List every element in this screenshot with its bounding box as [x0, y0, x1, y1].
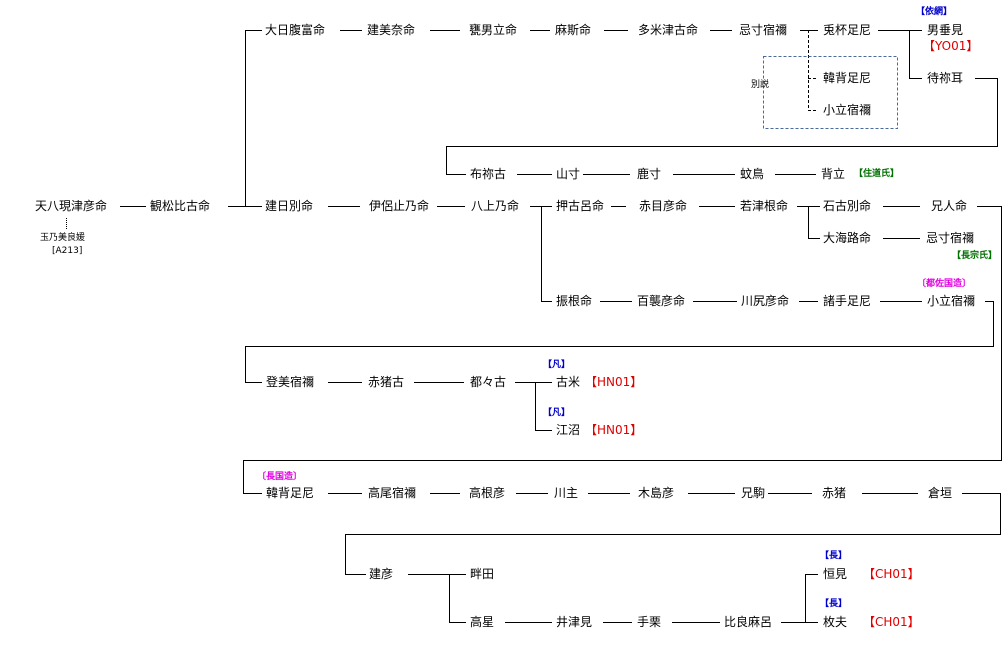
node-matsuyu: 待祢耳: [926, 71, 965, 85]
code-hn01b: 【HN01】: [585, 423, 643, 437]
node-azeta: 畔田: [469, 567, 496, 581]
node-usagi: 兎杯足尼: [822, 23, 873, 37]
node-hachijo: 八上乃命: [470, 199, 521, 213]
node-kuragaki: 倉垣: [927, 486, 954, 500]
node-takemina: 建美奈命: [366, 23, 417, 37]
code-yo01: 【YO01】: [923, 39, 979, 53]
code-hn01a: 【HN01】: [585, 375, 643, 389]
connector: [245, 301, 994, 383]
node-amahachi: 天八現津彦命: [34, 199, 109, 213]
node-morote: 諸手足尼: [822, 294, 873, 308]
node-otarumi: 男垂見: [926, 23, 965, 37]
connector: [808, 206, 820, 239]
node-kasefu2: 韓背足尼: [265, 486, 316, 500]
node-kodachi1: 小立宿禰: [822, 103, 873, 117]
code-a213: [A213]: [52, 246, 83, 256]
connector: [446, 78, 998, 175]
node-takane: 高根彦: [468, 486, 507, 500]
node-tekuri: 手栗: [636, 615, 663, 629]
tag-sumimichi: 【住道氏】: [854, 169, 900, 179]
node-kawanushi: 川主: [553, 486, 580, 500]
node-tamezu: 多米津古命: [637, 23, 700, 37]
node-takaboshi: 高星: [469, 615, 496, 629]
node-eto: 兄人命: [930, 199, 969, 213]
node-iryo: 伊侶止乃命: [368, 199, 431, 213]
node-akame: 赤目彦命: [638, 199, 689, 213]
node-hiramaro: 比良麻呂: [723, 615, 774, 629]
node-oshiko: 押古呂命: [555, 199, 606, 213]
node-kijima: 木島彦: [637, 486, 676, 500]
tag-nagamune: 【長宗氏】: [952, 251, 998, 261]
node-enuma: 江沼: [555, 423, 582, 437]
node-ekoma: 兄駒: [740, 486, 767, 500]
node-ishiko: 石古別命: [822, 199, 873, 213]
connector: [243, 206, 1002, 494]
node-akai2: 赤猪: [821, 486, 848, 500]
node-imisun1: 忌寸宿禰: [738, 23, 789, 37]
node-kawajiri: 川尻彦命: [740, 294, 791, 308]
node-itsumi: 井津見: [555, 615, 594, 629]
node-tomi: 登美宿禰: [265, 375, 316, 389]
connector: [909, 30, 922, 79]
connector: [541, 206, 552, 302]
tag-naga-kuni: 〔長国造〕: [257, 472, 303, 482]
node-akai1: 赤猪古: [367, 375, 406, 389]
code-ch01b: 【CH01】: [863, 615, 920, 629]
alternate-theory-box: [763, 56, 898, 129]
tag-tosa: 〔都佐国造〕: [917, 279, 972, 289]
node-soo: 甕男立命: [468, 23, 519, 37]
node-kasefu1: 韓背足尼: [822, 71, 873, 85]
tag-naga2: 【長】: [820, 599, 848, 609]
connector: [535, 382, 552, 431]
node-kachidori: 蚊鳥: [739, 167, 766, 181]
node-kanmatsu: 観松比古命: [149, 199, 212, 213]
node-furune: 振根命: [555, 294, 594, 308]
tag-naga1: 【長】: [820, 551, 848, 561]
node-shikasun: 鹿寸: [636, 167, 663, 181]
node-wakatsu: 若津根命: [739, 199, 790, 213]
tag-bon2: 【凡】: [543, 408, 571, 418]
node-masu: 麻斯命: [554, 23, 593, 37]
node-kome: 古米: [555, 375, 582, 389]
connector: [449, 574, 466, 623]
tag-bon1: 【凡】: [543, 360, 571, 370]
node-tamano: 玉乃美良媛: [40, 233, 86, 243]
node-funeko: 布祢古: [469, 167, 508, 181]
node-setate: 背立: [820, 167, 847, 181]
connector: [805, 574, 818, 622]
tag-yoami: 【依網】: [916, 7, 953, 17]
label-betsusetsu: 別説: [751, 80, 770, 90]
node-kodachi2: 小立宿禰: [926, 294, 977, 308]
node-takehi: 建日別命: [264, 199, 315, 213]
dashed-connector: [808, 30, 818, 111]
node-tsunemi: 恒見: [822, 567, 849, 581]
connector: [345, 493, 1001, 575]
node-takehiko: 建彦: [368, 567, 395, 581]
node-oumi: 大海路命: [822, 231, 873, 245]
node-momoso: 百襲彦命: [636, 294, 687, 308]
node-hirao: 枚夫: [822, 615, 849, 629]
node-tsutsu: 都々古: [469, 375, 508, 389]
node-takao: 高尾宿禰: [367, 486, 418, 500]
node-ohihara: 大日腹富命: [264, 23, 327, 37]
node-imisun2: 忌寸宿禰: [925, 231, 976, 245]
node-yamasun: 山寸: [555, 167, 582, 181]
connector: [245, 30, 262, 206]
code-ch01a: 【CH01】: [863, 567, 920, 581]
